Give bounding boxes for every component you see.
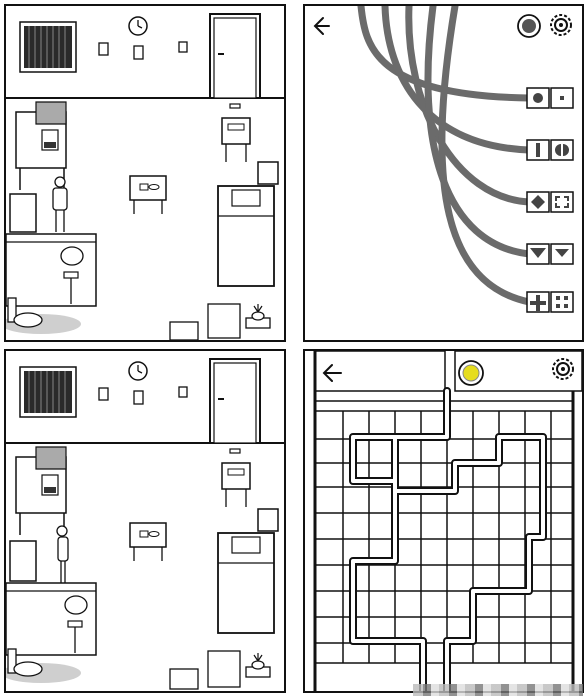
- door[interactable]: [209, 13, 261, 99]
- door[interactable]: [209, 358, 261, 444]
- cable-bundle[interactable]: [357, 6, 533, 306]
- wall-clock[interactable]: [128, 16, 148, 36]
- bed[interactable]: [217, 532, 275, 634]
- counter: [6, 582, 97, 656]
- pipe-maze-panel: [303, 349, 584, 693]
- stove[interactable]: [15, 446, 67, 535]
- plant-stool[interactable]: [245, 653, 271, 678]
- back-arrow-icon[interactable]: [322, 364, 342, 382]
- small-table[interactable]: [129, 522, 167, 561]
- wall-clock[interactable]: [128, 361, 148, 381]
- plug-row-4[interactable]: [526, 243, 574, 265]
- plug-row-2[interactable]: [526, 139, 574, 161]
- room-scene: [6, 13, 284, 340]
- sink[interactable]: [64, 595, 88, 653]
- light-switch[interactable]: [178, 386, 188, 398]
- gear-icon[interactable]: [552, 358, 574, 380]
- watermark-strip: [413, 684, 583, 696]
- prisoner-character: [52, 176, 68, 232]
- wall-picture[interactable]: [257, 508, 279, 532]
- crate-flat[interactable]: [169, 321, 199, 340]
- cable-puzzle-panel: [303, 4, 584, 342]
- pipe-path[interactable]: [349, 387, 547, 691]
- bed[interactable]: [217, 185, 275, 287]
- plug-row-3[interactable]: [526, 191, 574, 213]
- plant-stool[interactable]: [245, 304, 271, 329]
- crate-tall[interactable]: [207, 650, 241, 688]
- small-table[interactable]: [129, 175, 167, 214]
- gear-icon[interactable]: [550, 14, 572, 36]
- room-view-panel-top: [4, 4, 286, 342]
- crate-flat[interactable]: [169, 668, 199, 690]
- wall-note-center[interactable]: [133, 45, 144, 60]
- stove[interactable]: [15, 101, 67, 190]
- fridge[interactable]: [9, 193, 37, 233]
- wall-note-left[interactable]: [98, 42, 109, 56]
- toilet[interactable]: [6, 297, 81, 334]
- wall-note-center[interactable]: [133, 390, 144, 405]
- toilet[interactable]: [6, 648, 81, 683]
- nightstand[interactable]: [221, 462, 251, 507]
- crate-tall[interactable]: [207, 303, 241, 339]
- light-switch[interactable]: [178, 41, 188, 53]
- fridge[interactable]: [9, 540, 37, 582]
- prisoner-character: [56, 525, 69, 583]
- radiator[interactable]: [19, 21, 77, 73]
- radiator[interactable]: [19, 366, 77, 418]
- counter: [6, 233, 97, 307]
- sink[interactable]: [60, 246, 84, 304]
- wall-picture[interactable]: [257, 161, 279, 185]
- wall-note-left[interactable]: [98, 387, 109, 401]
- status-light-icon: [517, 14, 541, 38]
- status-light-icon: [458, 360, 484, 386]
- back-arrow-icon[interactable]: [313, 17, 330, 35]
- plug-row-1[interactable]: [526, 87, 574, 109]
- plug-row-5[interactable]: [526, 291, 574, 313]
- nightstand[interactable]: [221, 117, 251, 162]
- room-view-panel-bottom: [4, 349, 286, 693]
